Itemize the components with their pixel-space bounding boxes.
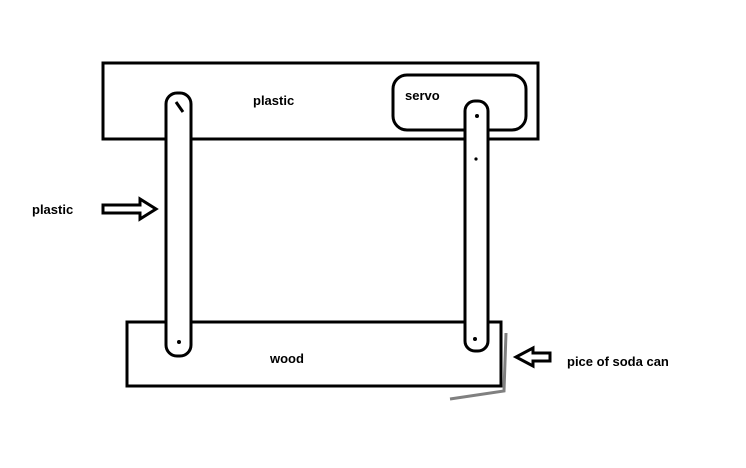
top-plastic-plate: [101, 61, 540, 141]
left-arm-top-pivot: [174, 101, 185, 113]
right-arm-bottom-pivot: [473, 337, 477, 341]
right-arrow-icon: [101, 196, 159, 222]
left-arm-bottom-pivot: [177, 340, 181, 344]
bottom-wood-plate: [125, 320, 503, 388]
soda-can-label: pice of soda can: [567, 354, 669, 369]
left-linkage-arm: [164, 91, 193, 358]
servo-body: [391, 73, 528, 132]
left-arrow-icon: [512, 345, 552, 369]
left-arrow-label: plastic: [32, 202, 73, 217]
servo-label: servo: [405, 88, 440, 103]
soda-can-piece: [449, 332, 508, 401]
bottom-plate-label: wood: [269, 351, 304, 366]
right-arm-top-pivot: [475, 114, 479, 118]
right-arm-middle-dot: [474, 157, 478, 161]
top-plate-label: plastic: [253, 93, 294, 108]
right-linkage-arm: [463, 99, 490, 353]
